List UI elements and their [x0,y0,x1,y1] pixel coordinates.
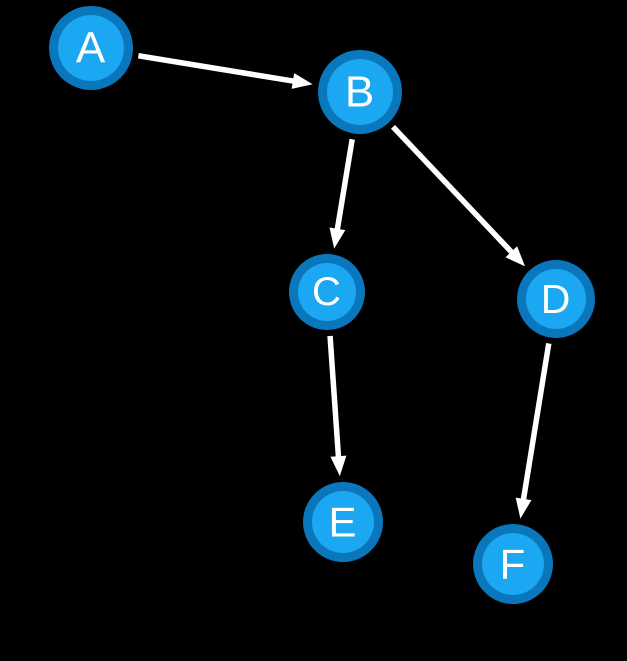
edge-D-F [515,342,552,519]
edge-line [327,335,342,459]
arrowhead-icon [330,455,347,477]
arrowhead-icon [291,73,313,89]
node-label: A [76,24,106,73]
node-fill [298,263,356,321]
node-label: D [541,276,572,322]
node-label: B [345,68,375,117]
node-fill [58,15,124,81]
node-label: C [312,270,342,314]
node-label: E [328,499,357,546]
node-fill [312,491,374,553]
edge-B-D [391,124,526,267]
node-F[interactable]: F [473,524,553,604]
edge-line [520,342,552,502]
node-E[interactable]: E [303,482,383,562]
node-fill [327,59,393,125]
node-A[interactable]: A [49,6,133,90]
node-label: F [500,541,527,588]
edge-line [334,138,355,232]
node-C[interactable]: C [289,254,365,330]
edge-C-E [327,335,347,477]
edge-line [391,124,515,256]
node-fill [526,269,586,329]
arrowhead-icon [505,246,526,267]
edge-B-C [329,138,355,249]
edge-line [137,53,296,85]
node-D[interactable]: D [517,260,595,338]
edge-A-B [137,53,313,89]
node-fill [482,533,544,595]
node-B[interactable]: B [318,50,402,134]
arrowhead-icon [329,227,346,249]
arrowhead-icon [515,497,532,519]
